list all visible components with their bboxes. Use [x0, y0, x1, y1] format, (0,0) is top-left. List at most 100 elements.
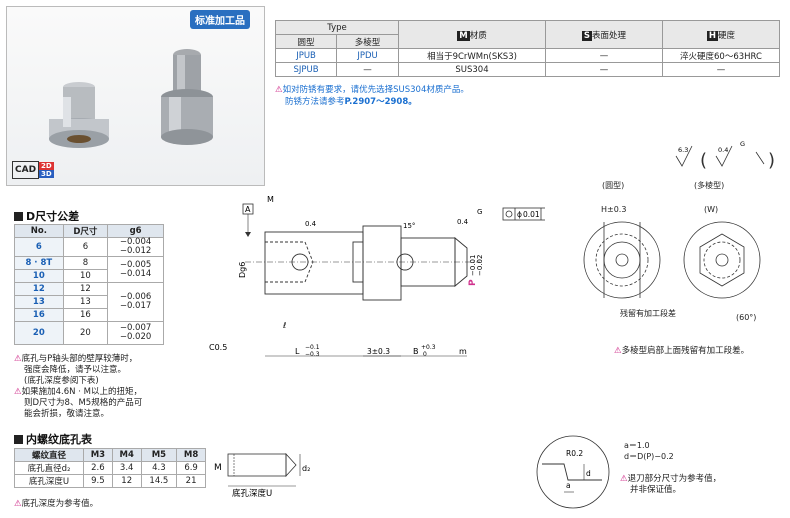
svg-text:0.4: 0.4: [718, 146, 728, 154]
sixty-label: (60°): [736, 313, 757, 322]
round-label: (圆型): [602, 181, 625, 190]
pin-drawing: A M 0.4 15° 0.4 G ϕ 0.01 P −0.01 −0.02 D…: [209, 195, 545, 358]
m-label: M: [267, 195, 274, 204]
d-tol-warnings: ⚠底孔与P轴头部的壁厚较薄时， 强度会降低，请予以注意。 (底孔深度参阅下表) …: [14, 354, 143, 419]
thread-note: ⚠底孔深度为参考值。: [14, 499, 99, 509]
col-poly: 多棱型: [336, 34, 399, 49]
col-g6: g6: [107, 224, 164, 238]
thread-fig-u: 底孔深度U: [232, 488, 272, 499]
svg-text:): ): [768, 150, 775, 171]
type-jpub[interactable]: JPUB: [274, 48, 338, 63]
standard-badge: 标准加工品: [190, 10, 250, 29]
dim-b-dn: 0: [423, 351, 427, 358]
col-d: D尺寸: [62, 224, 109, 238]
cad-3d: 3D: [39, 170, 54, 178]
tolerance-frame: ϕ 0.01: [502, 207, 545, 221]
type-poly-cell: —: [336, 62, 399, 77]
material-icon: M: [457, 30, 470, 41]
w-label: (W): [704, 205, 719, 214]
dim-l-up: −0.1: [305, 344, 320, 351]
surface-cell: —: [545, 48, 663, 63]
poly-note: ⚠多棱型肩部上面残留有加工段差。: [614, 346, 750, 356]
svg-text:(: (: [700, 150, 707, 171]
c05-label: C0.5: [209, 343, 227, 352]
detail-d: d: [586, 469, 591, 478]
type-jpdu[interactable]: JPDU: [336, 48, 399, 63]
table-row: JPUB JPDU 相当于9CrWMn(SKS3) — 淬火硬度60～63HRC: [274, 48, 780, 63]
p-label: P: [468, 279, 478, 286]
detail-values: a＝1.0 d＝D(P)−0.2: [624, 441, 674, 461]
p-tol2: −0.02: [476, 255, 484, 276]
svg-text:0.01: 0.01: [523, 210, 540, 219]
type-header: Type: [275, 20, 399, 35]
thread-fig-m: M: [214, 463, 222, 473]
material-cell: 相当于9CrWMn(SKS3): [398, 48, 546, 63]
material-note: ⚠如对防锈有要求，请优先选择SUS304材质产品。 防锈方法请参考P.2907～…: [275, 85, 469, 107]
dim-l-dn: −0.3: [305, 351, 320, 358]
cad-badge[interactable]: CAD 2D 3D: [12, 160, 54, 180]
product-photo: [6, 6, 265, 186]
col-round: 圆型: [274, 34, 338, 49]
detail-r: R0.2: [566, 449, 583, 458]
rough-04: 0.4: [305, 220, 317, 228]
cad-dims: 2D 3D: [39, 162, 54, 178]
hardness-icon: H: [706, 30, 719, 41]
detail-view: R0.2 a d: [536, 435, 610, 509]
dim-three: 3±0.3: [367, 347, 390, 356]
cad-2d: 2D: [39, 162, 54, 170]
dim-b-up: +0.3: [421, 344, 436, 351]
svg-text:G: G: [740, 140, 745, 148]
end-views: [583, 221, 761, 299]
l-small: ℓ: [282, 321, 286, 330]
h-label: H±0.3: [601, 205, 627, 214]
surface-cell: —: [545, 62, 663, 77]
warning-icon: ⚠: [620, 474, 628, 484]
dg6-label: Dg6: [238, 262, 247, 278]
page-ref-link[interactable]: P.2907～2908。: [344, 97, 417, 107]
type-sjpub[interactable]: SJPUB: [274, 62, 338, 77]
detail-note: ⚠退刀部分尺寸为参考值， 并非保证值。: [620, 474, 722, 495]
datum-a: A: [245, 205, 251, 214]
thread-fig-d2: d₂: [302, 464, 310, 473]
dim-l: L: [295, 347, 300, 356]
angle-15: 15°: [403, 222, 415, 230]
roughness-legend: 6.3 ( 0.4 G ): [675, 140, 775, 171]
material-cell: SUS304: [398, 62, 546, 77]
warning-icon: ⚠: [14, 499, 22, 509]
detail-a: a: [566, 481, 571, 490]
hardness-cell: —: [662, 62, 780, 77]
d-tol-title: D尺寸公差: [14, 208, 79, 224]
warning-icon: ⚠: [275, 85, 283, 95]
g-label: G: [477, 208, 482, 216]
dim-m: m: [459, 347, 467, 356]
col-no: No.: [14, 224, 64, 238]
warning-icon: ⚠: [14, 387, 22, 397]
hardness-cell: 淬火硬度60～63HRC: [662, 48, 780, 63]
rough-04-b: 0.4: [457, 218, 469, 226]
thread-hole-figure: M d₂ 底孔深度U: [214, 452, 310, 499]
table-row: SJPUB — SUS304 — —: [274, 62, 780, 77]
p-tol: −0.01: [469, 255, 477, 276]
svg-text:6.3: 6.3: [678, 146, 688, 154]
dim-b: B: [413, 347, 419, 356]
warning-icon: ⚠: [614, 346, 622, 356]
svg-text:ϕ: ϕ: [517, 210, 522, 219]
product-image: [49, 49, 213, 148]
residual-label: 残留有加工段差: [620, 309, 676, 318]
cad-label: CAD: [12, 161, 40, 179]
thread-table-title: 内螺纹底孔表: [14, 431, 92, 447]
